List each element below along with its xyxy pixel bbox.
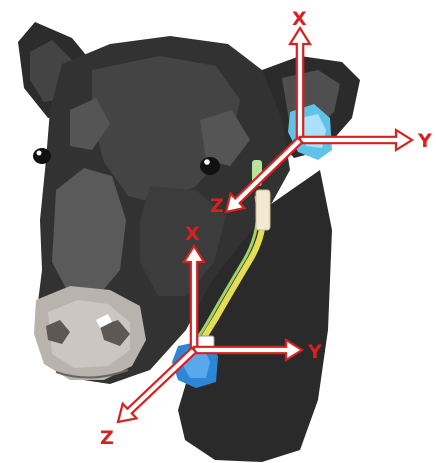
collar-y-axis-label: Y <box>307 341 322 363</box>
ear-y-axis-label: Y <box>417 130 432 152</box>
cow-right-eye <box>200 157 220 175</box>
collar-z-axis-label: Z <box>100 427 114 449</box>
collar-x-axis-label: X <box>185 223 200 245</box>
cow-left-eye <box>33 148 51 164</box>
ear-z-axis-label: Z <box>210 195 224 217</box>
ear-x-axis-label: X <box>292 8 307 30</box>
